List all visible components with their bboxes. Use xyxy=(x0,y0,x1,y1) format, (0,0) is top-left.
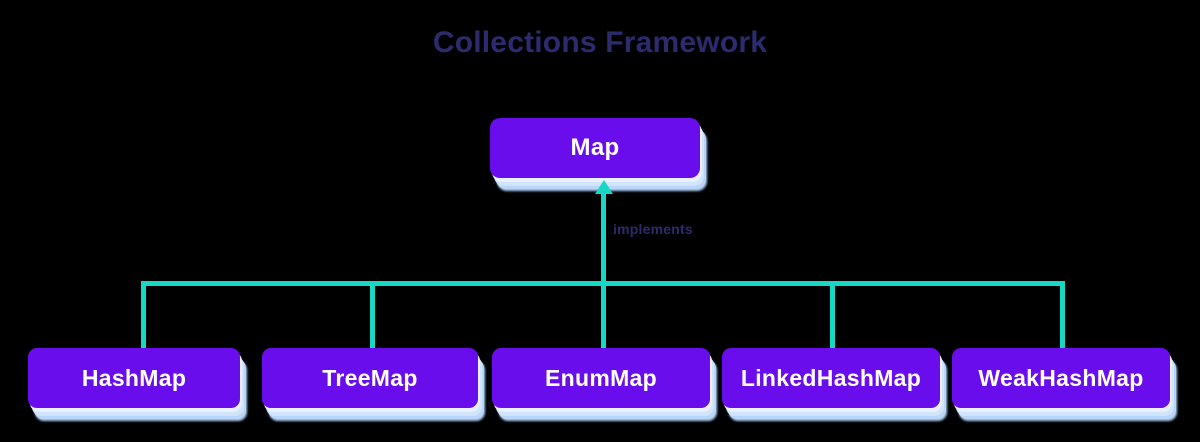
node-treemap[interactable]: TreeMap xyxy=(262,348,478,408)
edge-drop-linkedhashmap xyxy=(830,281,835,348)
edge-drop-hashmap xyxy=(141,281,146,348)
node-weakhashmap-label: WeakHashMap xyxy=(978,364,1144,391)
node-linkedhashmap[interactable]: LinkedHashMap xyxy=(722,348,940,408)
node-treemap-label: TreeMap xyxy=(322,364,418,391)
node-weakhashmap[interactable]: WeakHashMap xyxy=(952,348,1170,408)
arrow-up-icon xyxy=(594,180,613,194)
node-enummap[interactable]: EnumMap xyxy=(492,348,710,408)
edge-drop-weakhashmap xyxy=(1060,281,1065,348)
edge-trunk-vertical xyxy=(601,190,606,348)
node-map-label: Map xyxy=(570,134,620,161)
edge-drop-treemap xyxy=(370,281,375,348)
node-linkedhashmap-label: LinkedHashMap xyxy=(740,364,922,391)
node-enummap-label: EnumMap xyxy=(545,364,657,391)
page-title: Collections Framework xyxy=(432,26,768,59)
node-hashmap[interactable]: HashMap xyxy=(28,348,240,408)
node-hashmap-label: HashMap xyxy=(81,364,187,391)
node-map[interactable]: Map xyxy=(490,118,700,178)
edge-label-implements: implements xyxy=(613,221,693,237)
edge-horizontal-rail xyxy=(141,281,1065,286)
